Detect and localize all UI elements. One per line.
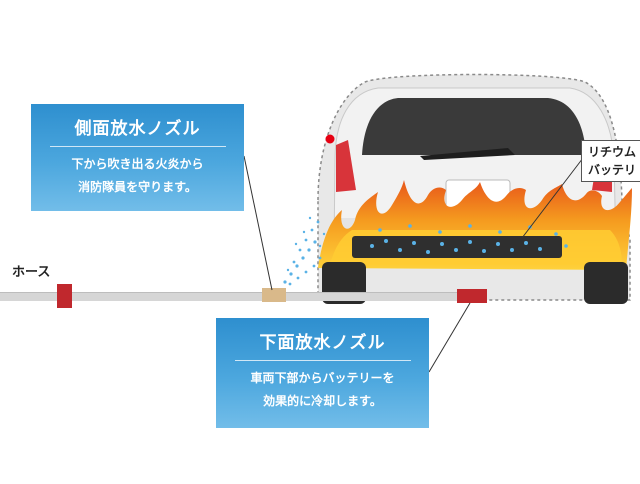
- side-nozzle: [262, 288, 286, 302]
- side-water-spray: [283, 216, 326, 286]
- side-nozzle-title: 側面放水ノズル: [74, 119, 201, 139]
- under-nozzle-leader: [428, 302, 471, 373]
- battery-pack: [352, 236, 562, 258]
- tire-right: [584, 262, 628, 304]
- under-nozzle-line-2: 効果的に冷却します。: [263, 394, 382, 408]
- side-nozzle-callout: 側面放水ノズル 下から吹き出る火炎から 消防隊員を守ります。: [31, 104, 244, 211]
- hose: [0, 292, 462, 301]
- wiper: [420, 148, 515, 160]
- side-nozzle-divider: [49, 146, 226, 147]
- under-nozzle-description: 車両下部からバッテリーを 効果的に冷却します。: [216, 367, 429, 413]
- marker-dot: [325, 134, 335, 144]
- side-nozzle-line-2: 消防隊員を守ります。: [78, 180, 197, 194]
- hose-label: ホース: [12, 265, 51, 280]
- battery-label-line-1: リチウム: [588, 145, 637, 159]
- under-nozzle-divider: [234, 360, 411, 361]
- under-nozzle: [457, 289, 487, 303]
- tail-light-left: [336, 140, 356, 192]
- hose-coupling: [57, 284, 72, 308]
- side-nozzle-description: 下から吹き出る火炎から 消防隊員を守ります。: [31, 153, 244, 199]
- battery-leader: [521, 157, 584, 239]
- side-nozzle-leader: [243, 155, 273, 291]
- battery-label: リチウム バッテリ: [581, 140, 640, 182]
- under-nozzle-title: 下面放水ノズル: [259, 333, 386, 353]
- hose-edge: [0, 292, 462, 293]
- battery-label-line-2: バッテリ: [588, 163, 637, 177]
- side-nozzle-line-1: 下から吹き出る火炎から: [71, 157, 204, 171]
- under-nozzle-line-1: 車両下部からバッテリーを: [250, 371, 395, 385]
- rear-window: [362, 98, 586, 155]
- under-nozzle-callout: 下面放水ノズル 車両下部からバッテリーを 効果的に冷却します。: [216, 318, 429, 428]
